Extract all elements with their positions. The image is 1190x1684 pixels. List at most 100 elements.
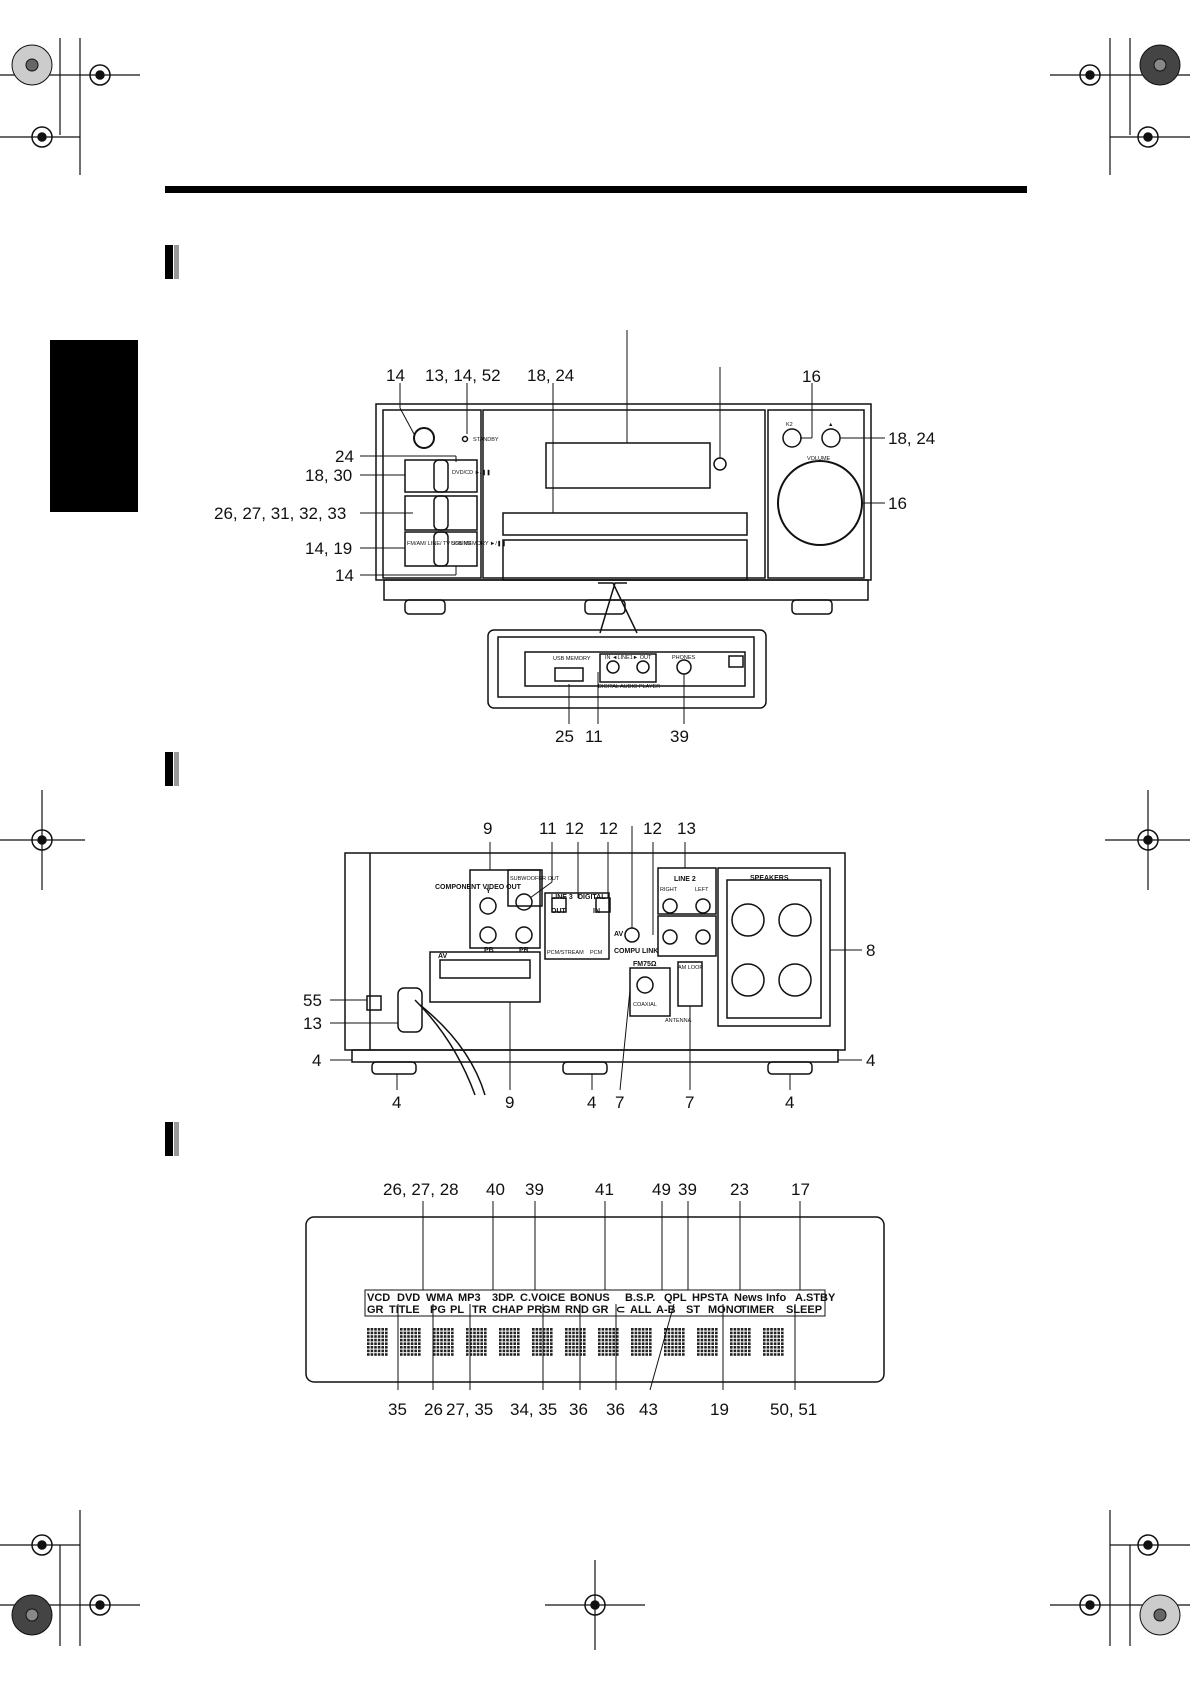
display-indicator: MP3 — [458, 1292, 481, 1304]
callout-rear-11: 4 — [866, 1051, 875, 1070]
callout-front-8: 16 — [888, 494, 907, 513]
display-indicator: ⊂ — [616, 1304, 625, 1316]
right-label: RIGHT — [660, 887, 678, 893]
front-panel-labels: STANDBY K2 ▲ VOLUME DVD/CD ►/❚❚ FM/AM/ L… — [407, 422, 833, 690]
callout-front-6: 24 — [335, 447, 354, 466]
callout-display-bottom-9: 50, 51 — [770, 1400, 817, 1419]
volume-label: VOLUME — [807, 456, 831, 462]
callout-rear-2: 11 — [539, 819, 557, 838]
callout-rear-17: 4 — [785, 1093, 794, 1112]
antenna-label: ANTENNA — [665, 1018, 692, 1024]
display-indicator: PG — [430, 1304, 446, 1316]
display-indicator: C.VOICE — [520, 1292, 565, 1304]
dot-matrix-digit — [499, 1328, 520, 1356]
indicator-frame — [364, 1289, 826, 1317]
color-wheel-icon — [11, 44, 1181, 1636]
pr-label: PR — [519, 947, 529, 954]
dot-matrix-digit — [400, 1328, 421, 1356]
callout-front-13: 11 — [585, 727, 603, 746]
registration-target-icon — [31, 64, 1159, 1616]
callout-display-bottom-4: 34, 35 — [510, 1400, 557, 1419]
phones-label: PHONES — [672, 655, 696, 661]
callout-front-3: 18, 24 — [527, 366, 574, 385]
rear-panel-labels: COMPONENT VIDEO OUT Y PB PR SUBWOOFER OU… — [435, 875, 789, 1024]
display-indicator: PL — [450, 1304, 464, 1316]
display-indicator: A.STBY — [795, 1292, 836, 1304]
dot-matrix-digit — [367, 1328, 388, 1356]
callout-display-top-8: 17 — [791, 1180, 810, 1199]
dot-matrix-digit — [763, 1328, 784, 1356]
pb-label: PB — [484, 947, 494, 954]
fm-am-label: FM/AM/ LINE/ TV SOUND — [407, 541, 471, 547]
av-label: AV — [614, 931, 624, 938]
rear-callouts: 9 11 12 12 12 13 8 55 13 4 4 4 9 4 7 7 4 — [303, 819, 875, 1112]
coaxial-label: COAXIAL — [633, 1002, 657, 1008]
front-callouts: 14 13, 14, 52 18, 24 16 18, 24 24 18, 30… — [214, 366, 935, 746]
callout-display-top-6: 39 — [678, 1180, 697, 1199]
digital-audio-player-label: DIGITAL AUDIO PLAYER — [598, 684, 660, 690]
display-indicator: DVD — [397, 1292, 420, 1304]
usb-memory-button-label: USB MEMORY ►/❚❚ — [451, 540, 506, 547]
in-label: IN — [593, 908, 600, 915]
callout-display-top-1: 26, 27, 28 — [383, 1180, 459, 1199]
display-indicator: GR — [367, 1304, 384, 1316]
compu-link-label: COMPU LINK — [614, 948, 658, 955]
display-indicator: TR — [472, 1304, 487, 1316]
k2-label: K2 — [786, 422, 793, 428]
callout-rear-5: 12 — [643, 819, 662, 838]
display-indicator: 3DP. — [492, 1292, 515, 1304]
display-indicator: WMA — [426, 1292, 454, 1304]
display-callouts: 26, 27, 28 40 39 41 49 39 23 17 35 26 27… — [383, 1180, 817, 1419]
callout-display-bottom-6: 36 — [606, 1400, 625, 1419]
dot-matrix-digit — [697, 1328, 718, 1356]
segment-digits — [367, 1328, 784, 1356]
callout-front-2: 13, 14, 52 — [425, 366, 501, 385]
dvd-play-label: DVD/CD ►/❚❚ — [452, 469, 491, 476]
display-indicator: A-B — [656, 1304, 676, 1316]
display-leader-lines — [397, 1201, 801, 1391]
callout-front-5: 18, 24 — [888, 429, 935, 448]
display-indicator: TITLE — [389, 1304, 420, 1316]
display-indicator: QPL — [664, 1292, 687, 1304]
display-indicator: ST — [686, 1304, 700, 1316]
callout-rear-4: 12 — [599, 819, 618, 838]
usb-memory-label: USB MEMORY — [553, 656, 591, 662]
dot-matrix-digit — [466, 1328, 487, 1356]
callout-display-bottom-2: 26 — [424, 1400, 443, 1419]
eject-icon: ▲ — [828, 422, 833, 428]
display-window — [305, 1216, 885, 1383]
display-indicator: RND — [565, 1304, 589, 1316]
display-indicator: MONO — [708, 1304, 743, 1316]
front-leader-lines — [360, 330, 885, 724]
dot-matrix-digit — [730, 1328, 751, 1356]
display-indicator: TA — [715, 1292, 729, 1304]
callout-display-top-2: 40 — [486, 1180, 505, 1199]
speakers-label: SPEAKERS — [750, 875, 789, 882]
callout-rear-15: 7 — [615, 1093, 624, 1112]
line-in-out-label: IN ◄LINE1► OUT — [605, 655, 652, 661]
callout-display-bottom-5: 36 — [569, 1400, 588, 1419]
dot-matrix-digit — [532, 1328, 553, 1356]
callout-front-12: 25 — [555, 727, 574, 746]
am-loop-label: AM LOOP — [678, 965, 703, 971]
callout-display-top-3: 39 — [525, 1180, 544, 1199]
callout-front-9: 26, 27, 31, 32, 33 — [214, 504, 346, 523]
section-marker-icon — [165, 245, 179, 1156]
left-label: LEFT — [695, 887, 709, 893]
display-indicator: VCD — [367, 1292, 390, 1304]
callout-display-top-7: 23 — [730, 1180, 749, 1199]
callout-front-14: 39 — [670, 727, 689, 746]
callout-display-top-4: 41 — [595, 1180, 614, 1199]
av-scart-label: AV — [438, 953, 448, 960]
callout-display-top-5: 49 — [652, 1180, 671, 1199]
callout-display-bottom-1: 35 — [388, 1400, 407, 1419]
display-indicator: GR — [592, 1304, 609, 1316]
callout-display-bottom-3: 27, 35 — [446, 1400, 493, 1419]
side-tab — [50, 340, 138, 512]
fm75-label: FM75Ω — [633, 961, 657, 968]
callout-rear-9: 13 — [303, 1014, 322, 1033]
display-indicator: CHAP — [492, 1304, 523, 1316]
